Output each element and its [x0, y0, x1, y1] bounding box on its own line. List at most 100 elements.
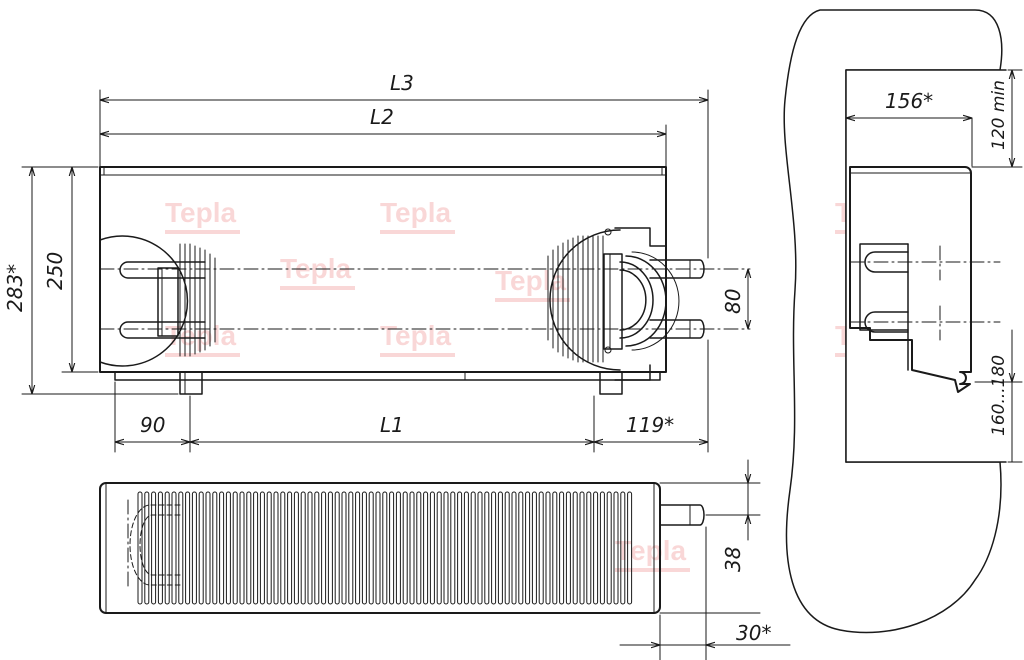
dim-30: 30*: [736, 621, 771, 645]
grille-slot: [613, 491, 619, 605]
grille-slot: [511, 491, 517, 605]
grille-slot: [450, 491, 456, 605]
svg-text:Tepla: Tepla: [380, 197, 451, 228]
top-view: [99, 482, 705, 614]
grille-slot: [293, 491, 299, 605]
grille-slot: [627, 491, 633, 605]
grille-slot: [443, 491, 449, 605]
grille-slot: [137, 491, 143, 605]
front-dimensions: L3 L2 90 L1 119* 283* 250 80: [3, 71, 748, 453]
grille-slot: [477, 491, 483, 605]
grille-slot: [593, 491, 599, 605]
grille-slot: [253, 491, 259, 605]
floor-niche: [846, 70, 1006, 462]
grille-slot: [423, 491, 429, 605]
grille-slot: [321, 491, 327, 605]
grille-slot: [416, 491, 422, 605]
grille-slot: [559, 491, 565, 605]
grille-slot: [545, 491, 551, 605]
grille-slot: [341, 491, 347, 605]
top-pipe-stub: [659, 504, 705, 526]
grille-slot: [157, 491, 163, 605]
grille-slot: [361, 491, 367, 605]
grille-slot: [225, 491, 231, 605]
grille-slot: [185, 491, 191, 605]
grille-slot: [300, 491, 306, 605]
grille-slot: [497, 491, 503, 605]
grille-slot: [579, 491, 585, 605]
grille-slot: [232, 491, 238, 605]
grille-slot: [178, 491, 184, 605]
grille-slot: [246, 491, 252, 605]
grille-slot: [348, 491, 354, 605]
grille-slot: [273, 491, 279, 605]
grille-slot: [198, 491, 204, 605]
grille-slot: [368, 491, 374, 605]
grille-slot: [606, 491, 612, 605]
watermark: Tepla: [380, 320, 455, 357]
dim-156: 156*: [885, 89, 933, 113]
left-cutaway: [99, 235, 216, 367]
front-view: [99, 166, 751, 395]
grille-slot: [552, 491, 558, 605]
watermark-layer: Tepla Tepla Tepla Tepla Tepla Tepla Tepl…: [165, 197, 910, 572]
watermark: Tepla: [380, 197, 455, 234]
side-dimensions: 156* 120 min 160...180: [845, 69, 1023, 463]
grille-slot: [280, 491, 286, 605]
grille-slot: [463, 491, 469, 605]
grille-slot: [219, 491, 225, 605]
dim-283: 283*: [3, 264, 27, 312]
grille-slot: [565, 491, 571, 605]
grille-slot: [518, 491, 524, 605]
right-cutaway: [547, 227, 705, 395]
front-base-rail: [114, 371, 661, 381]
grille-slot: [491, 491, 497, 605]
grille-slot: [504, 491, 510, 605]
grille-slot: [409, 491, 415, 605]
watermark: Tepla: [615, 535, 690, 572]
grille-slot: [525, 491, 531, 605]
top-body: [99, 482, 661, 614]
grille-slot: [457, 491, 463, 605]
dim-119: 119*: [626, 413, 674, 437]
grille-slot: [314, 491, 320, 605]
outlet-pipe: [649, 319, 705, 339]
dim-L1: L1: [380, 413, 404, 437]
inlet-pipe: [649, 259, 705, 279]
grille-slot: [470, 491, 476, 605]
top-dimensions: 38 30*: [619, 459, 791, 660]
watermark: Tepla: [280, 253, 355, 290]
watermark: Tepla: [495, 265, 570, 302]
grille-slot: [327, 491, 333, 605]
watermark: Tepla: [165, 197, 240, 234]
grille-slot: [144, 491, 150, 605]
dim-250: 250: [43, 252, 67, 290]
grille-slot: [266, 491, 272, 605]
grille-slot: [287, 491, 293, 605]
dim-L3: L3: [390, 71, 414, 95]
grille-slot: [436, 491, 442, 605]
grille-slot: [538, 491, 544, 605]
concrete-floor-section: [783, 9, 1003, 634]
return-bend: [619, 261, 654, 339]
grille-slot: [620, 491, 626, 605]
grille-slot: [572, 491, 578, 605]
grille-slot: [164, 491, 170, 605]
dim-120min: 120 min: [989, 80, 1009, 150]
grille-slot: [395, 491, 401, 605]
grille-slot: [239, 491, 245, 605]
svg-text:Tepla: Tepla: [495, 265, 566, 296]
dim-38: 38: [721, 547, 745, 572]
grille-slot: [259, 491, 265, 605]
grille-slot: [484, 491, 490, 605]
grille-slots: [137, 491, 633, 605]
grille-slot: [586, 491, 592, 605]
grille-slot: [599, 491, 605, 605]
side-view: [783, 9, 1007, 634]
grille-slot: [429, 491, 435, 605]
grille-slot: [355, 491, 361, 605]
grille-slot: [375, 491, 381, 605]
grille-slot: [191, 491, 197, 605]
grille-slot: [382, 491, 388, 605]
